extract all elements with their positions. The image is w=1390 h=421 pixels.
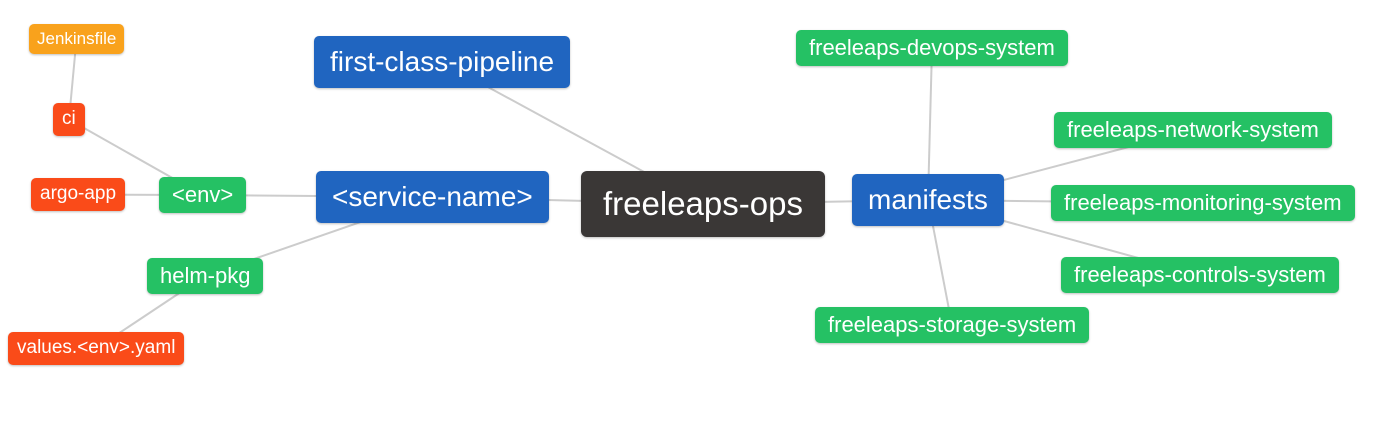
node-freeleaps-devops-system[interactable]: freeleaps-devops-system bbox=[796, 30, 1068, 67]
node-argo-app[interactable]: argo-app bbox=[31, 178, 126, 211]
node-ci[interactable]: ci bbox=[53, 103, 85, 136]
node-freeleaps-network-system[interactable]: freeleaps-network-system bbox=[1054, 112, 1332, 149]
node-freeleaps-ops[interactable]: freeleaps-ops bbox=[581, 171, 825, 237]
node-first-class-pipeline[interactable]: first-class-pipeline bbox=[314, 36, 571, 88]
node-freeleaps-storage-system[interactable]: freeleaps-storage-system bbox=[815, 307, 1090, 344]
node-env[interactable]: <env> bbox=[159, 177, 247, 214]
node-freeleaps-controls-system[interactable]: freeleaps-controls-system bbox=[1061, 257, 1339, 294]
node-values-env-yaml[interactable]: values.<env>.yaml bbox=[8, 332, 185, 365]
node-freeleaps-monitoring-system[interactable]: freeleaps-monitoring-system bbox=[1051, 185, 1355, 222]
node-jenkinsfile[interactable]: Jenkinsfile bbox=[29, 24, 125, 55]
node-helm-pkg[interactable]: helm-pkg bbox=[147, 258, 264, 295]
node-manifests[interactable]: manifests bbox=[852, 174, 1004, 226]
node-service-name[interactable]: <service-name> bbox=[316, 171, 549, 223]
